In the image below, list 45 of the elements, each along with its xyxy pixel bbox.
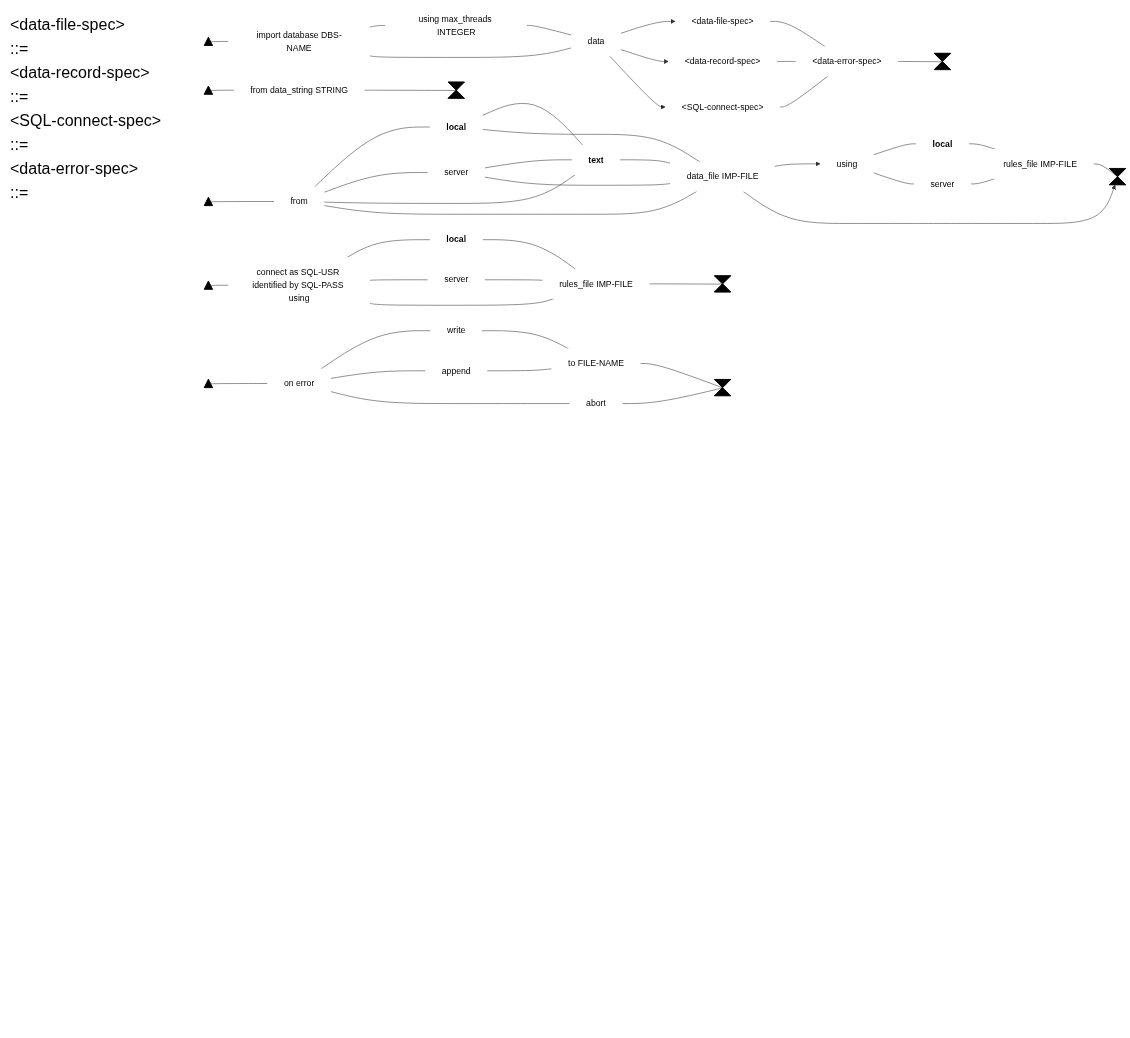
node-text: server	[930, 179, 955, 189]
connector	[210, 383, 268, 385]
connector	[482, 103, 583, 146]
node-text: data_file IMP-FILE	[686, 171, 759, 181]
node-text: <data-file-spec>	[691, 16, 754, 26]
rule-label: <SQL-connect-spec>	[10, 112, 163, 130]
node-text: on error	[283, 378, 315, 388]
connector	[210, 201, 275, 203]
node-text: rules_file IMP-FILE	[1003, 158, 1077, 169]
node-text: using	[836, 158, 858, 169]
rule-label: ::=	[10, 88, 30, 106]
node-text: local	[446, 234, 467, 245]
node-text: to FILE-NAME	[568, 358, 624, 368]
connector	[484, 176, 671, 186]
connector	[482, 129, 701, 163]
node-text: from data_string STRING	[250, 85, 349, 95]
node-text: write	[447, 325, 466, 336]
node-text: connect as SQL-USR identified by SQL-PASS using	[252, 267, 344, 303]
node-text: <data-error-spec>	[812, 56, 882, 66]
connector	[323, 174, 576, 204]
node-text: server	[444, 167, 469, 177]
connector	[210, 284, 229, 286]
node-text: local	[446, 122, 467, 132]
connector	[210, 41, 229, 42]
node-text: data	[587, 36, 605, 46]
node-text: append	[441, 365, 471, 376]
node-text: import database DBS-NAME	[256, 30, 342, 53]
rule-label: <data-error-spec>	[10, 160, 140, 178]
node-text: <data-record-spec>	[684, 56, 761, 66]
connector	[897, 61, 943, 62]
node-text: rules_file IMP-FILE	[559, 278, 633, 289]
node-text: abort	[586, 398, 606, 408]
node-text: server	[444, 274, 469, 285]
node-text: local	[932, 138, 953, 149]
rule-label: ::=	[10, 136, 30, 154]
connector	[364, 89, 457, 91]
rule-label: <data-file-spec>	[10, 16, 126, 34]
connector	[210, 89, 235, 91]
node-text: using max_threads INTEGER	[418, 14, 492, 37]
rule-label: ::=	[10, 40, 30, 58]
node-text: from	[290, 196, 308, 206]
node-text: text	[588, 154, 604, 165]
node-text: <SQL-connect-spec>	[681, 102, 764, 112]
rule-label: ::=	[10, 184, 30, 202]
rule-label: <data-record-spec>	[10, 64, 151, 82]
